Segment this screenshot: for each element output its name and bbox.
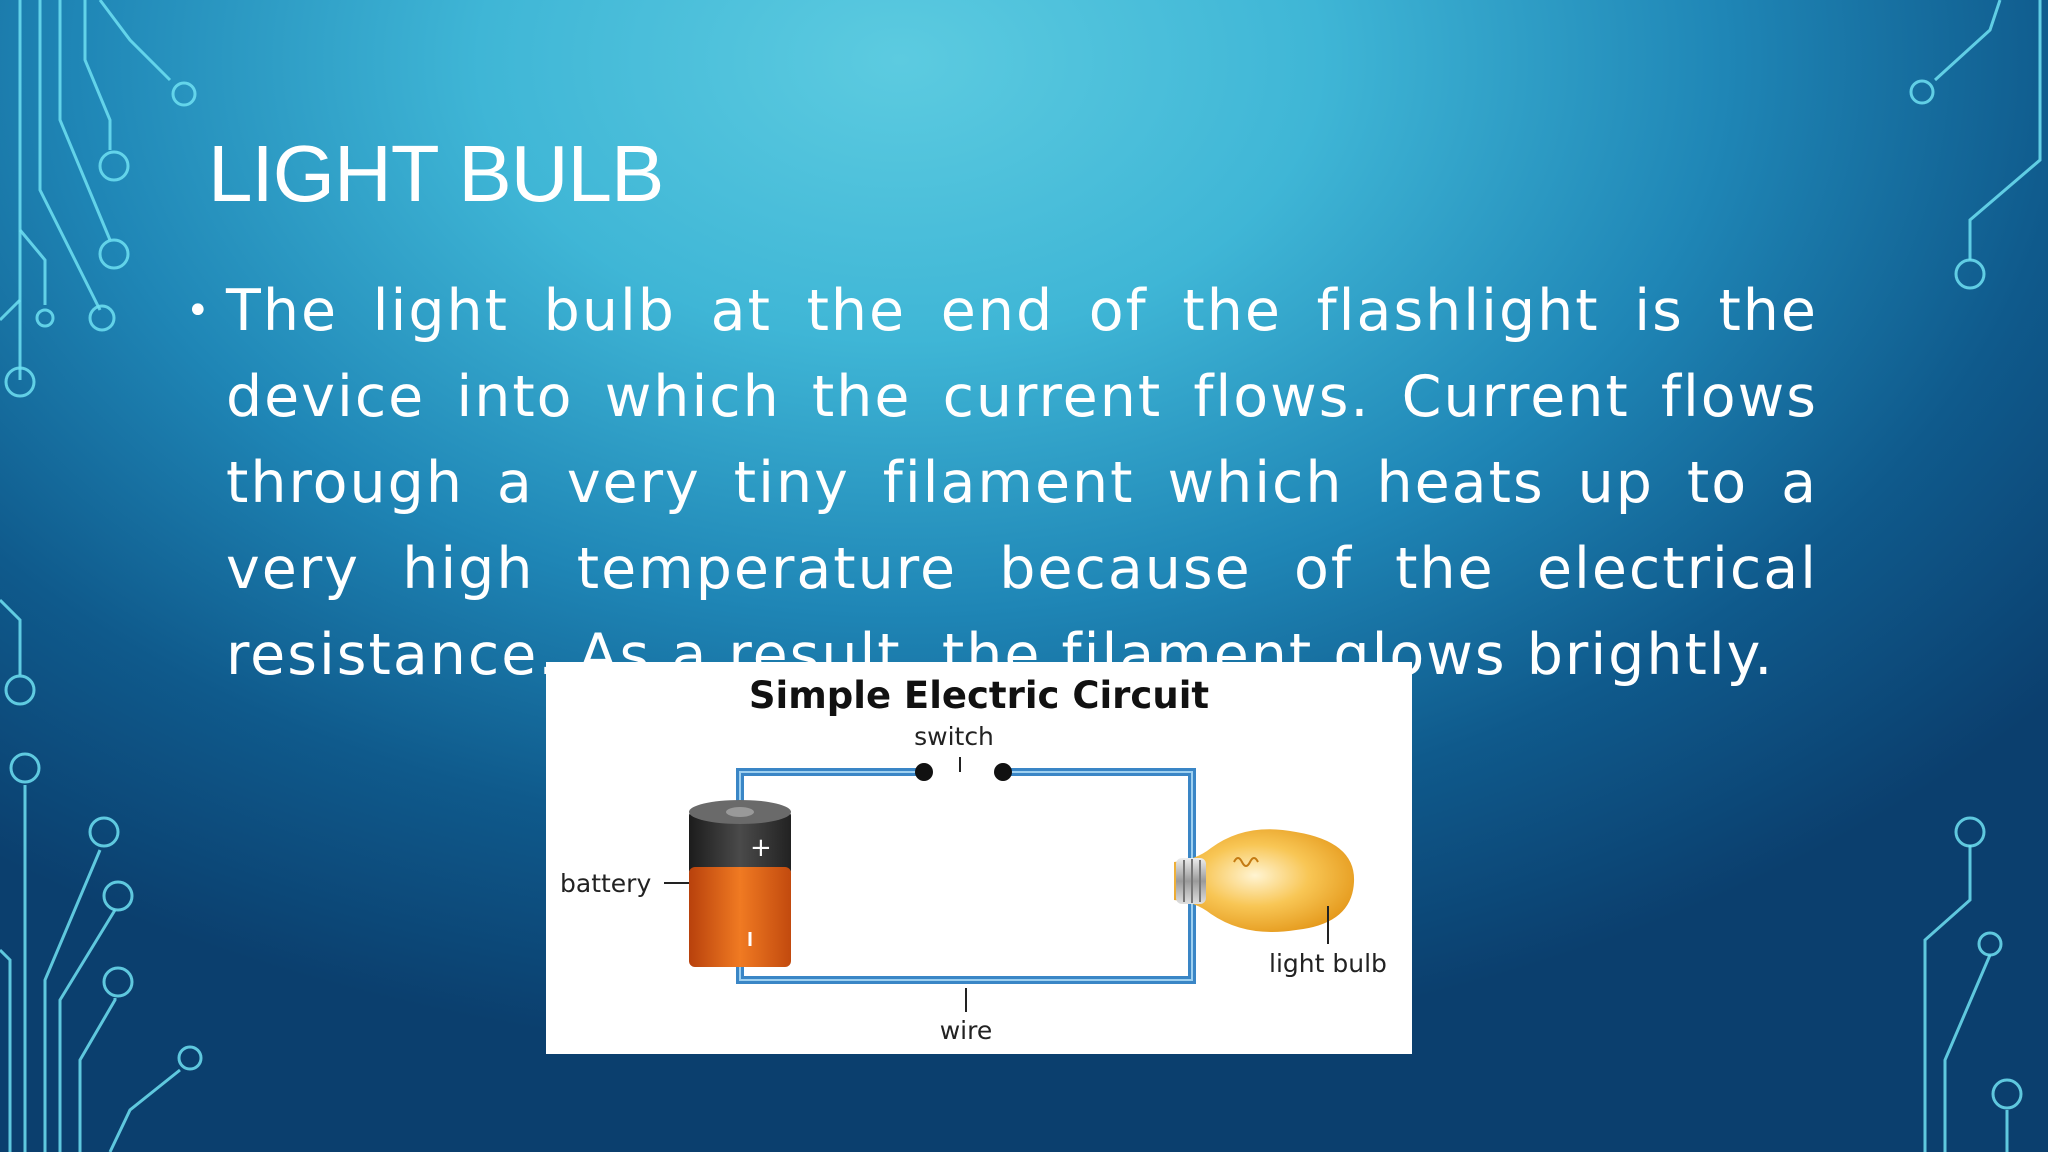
bullet-text: The light bulb at the end of the flashli… [226,278,1818,688]
bullet-icon: • [186,288,210,334]
battery-label: battery [560,869,651,898]
circuit-diagram: Simple Electric Circuit switch + battery [560,674,1387,1045]
svg-text:+: + [750,833,772,863]
circuit-diagram-image: Simple Electric Circuit switch + battery [546,662,1412,1054]
wire-label: wire [940,1016,993,1045]
bullet-item: • The light bulb at the end of the flash… [186,268,1818,698]
switch-label: switch [914,722,994,751]
light-bulb-label: light bulb [1269,949,1387,978]
battery-icon: + [689,800,791,967]
switch-contact-right [994,763,1012,781]
switch-contact-left [915,763,933,781]
diagram-title: Simple Electric Circuit [749,674,1209,717]
slide-title: LIGHT BULB [208,129,664,218]
light-bulb-icon [1174,829,1355,932]
